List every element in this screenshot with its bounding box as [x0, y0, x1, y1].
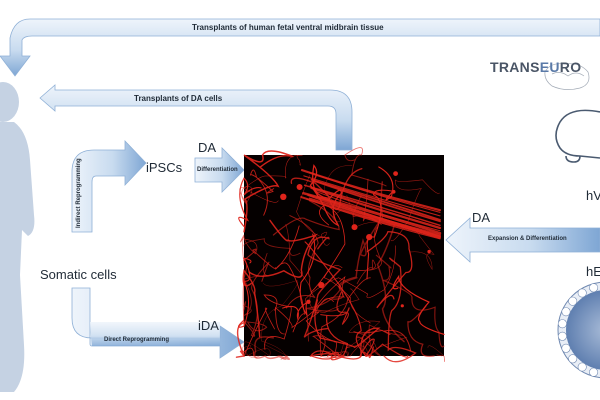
- neurite-trace: [407, 305, 435, 357]
- neuron-soma: [318, 281, 325, 289]
- neurite-trace: [427, 345, 445, 363]
- neurite-trace: [309, 315, 349, 361]
- trophoblast-cell: [577, 288, 587, 298]
- neurite-trace: [240, 234, 258, 266]
- differentiation-arrow: [194, 147, 245, 193]
- neurite-trace: [345, 320, 408, 357]
- trophoblast-cell: [568, 354, 578, 364]
- neurite-trace: [253, 336, 290, 361]
- neurite-trace: [239, 186, 253, 205]
- neuron-soma: [306, 299, 311, 304]
- neurite-trace: [261, 280, 299, 360]
- trophoblast-cell: [568, 296, 578, 306]
- neurite-trace: [242, 268, 261, 338]
- neurite-trace: [310, 204, 346, 293]
- trophoblast-cell: [561, 343, 571, 353]
- direct-reprogramming-arrow: [71, 287, 245, 359]
- neurite-trace: [331, 181, 384, 300]
- neuron-soma: [366, 234, 373, 241]
- neurite-trace: [333, 340, 349, 357]
- neurite-trace: [275, 225, 306, 333]
- fibre-bundle-trace: [306, 198, 441, 240]
- neurite-trace: [248, 219, 318, 278]
- trophoblast-cell: [557, 319, 567, 329]
- neurite-trace: [320, 291, 350, 325]
- neurite-trace: [243, 155, 303, 203]
- fibre-bundle-trace: [314, 180, 441, 223]
- neurite-trace: [243, 150, 294, 233]
- neuron-soma: [400, 304, 404, 308]
- brain-outline-icon: [555, 109, 600, 163]
- neurite-trace: [243, 238, 301, 256]
- neurite-trace: [285, 224, 360, 313]
- neuron-micrograph-image: [235, 147, 445, 363]
- neurite-trace: [366, 230, 413, 309]
- fibre-bundle-trace: [316, 195, 441, 238]
- neurite-trace: [303, 236, 342, 338]
- ida-node-label: iDA: [198, 318, 219, 333]
- neuron-soma: [427, 249, 431, 254]
- neurite-trace: [344, 147, 387, 187]
- neuron-soma: [296, 184, 303, 190]
- neurite-trace: [319, 330, 376, 358]
- neurite-trace: [275, 298, 334, 335]
- indirect-reprogramming-arrow: [71, 140, 147, 233]
- top-transplant-arrow: [0, 18, 600, 77]
- fibre-bundle-trace: [300, 169, 442, 212]
- embryo-cell-icon: [557, 281, 600, 379]
- second-arrow-label: Transplants of DA cells: [134, 94, 223, 103]
- trophoblast-cell: [577, 362, 587, 372]
- neuron-soma: [280, 193, 287, 200]
- neurite-trace: [235, 321, 246, 358]
- neuron-soma: [393, 171, 398, 177]
- neurite-trace: [238, 177, 262, 228]
- neurite-trace: [305, 245, 396, 342]
- trophoblast-cell: [557, 331, 567, 341]
- neuron-soma: [351, 224, 358, 231]
- neuron-soma: [391, 189, 396, 194]
- top-arrow-label: Transplants of human fetal ventral midbr…: [192, 23, 384, 32]
- differentiation-label: Differentiation: [197, 167, 238, 173]
- neurite-trace: [354, 225, 383, 285]
- neurite-trace: [375, 254, 445, 348]
- neurite-trace: [304, 241, 375, 357]
- da-transplant-arrow: [39, 84, 353, 151]
- neurite-trace: [296, 175, 330, 246]
- trophoblast-cell: [589, 367, 599, 377]
- neurite-trace: [243, 253, 268, 316]
- fibre-bundle-trace: [314, 190, 441, 232]
- indirect-reprogramming-label: Indirect Reprogramming: [76, 158, 82, 228]
- da-top-node-label: DA: [198, 140, 217, 155]
- neurite-trace: [286, 215, 319, 309]
- neurite-trace: [249, 169, 275, 216]
- logo-brain-icon: [544, 63, 590, 90]
- somatic-cells-node-label: Somatic cells: [40, 267, 117, 282]
- expansion-differentiation-label: Expansion & Differentiation: [488, 236, 567, 242]
- he-node-label: hE: [586, 264, 600, 279]
- neurite-trace: [305, 275, 346, 342]
- neurite-trace: [392, 274, 445, 336]
- fibre-bundle-trace: [310, 178, 441, 221]
- neurite-trace: [272, 200, 340, 236]
- neurite-trace: [282, 233, 316, 321]
- neurite-trace: [376, 224, 405, 343]
- trophoblast-cell: [589, 283, 599, 293]
- neurite-trace: [242, 261, 270, 337]
- fibre-bundle-trace: [310, 186, 442, 230]
- fibre-bundle-trace: [303, 175, 441, 217]
- neurite-trace: [390, 179, 440, 242]
- da-right-node-label: DA: [472, 210, 491, 225]
- ipscs-node-label: iPSCs: [146, 160, 183, 175]
- hv-node-label: hV: [586, 188, 600, 203]
- fibre-bundle-trace: [308, 197, 441, 240]
- direct-reprogramming-label: Direct Reprogramming: [104, 337, 170, 343]
- trophoblast-cell: [561, 307, 571, 317]
- transeuro-logo: TRANSEURO: [490, 59, 582, 75]
- expansion-differentiation-arrow: [445, 217, 600, 263]
- neurite-trace: [312, 277, 371, 358]
- human-silhouette-icon: [0, 82, 35, 392]
